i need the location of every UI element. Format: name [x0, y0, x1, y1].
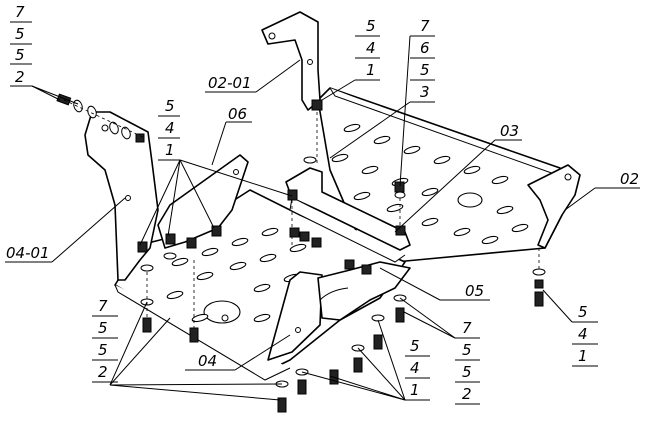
label-part-02: 02	[620, 170, 639, 188]
label-top-right-1: 7	[420, 17, 430, 35]
part-02-plate	[317, 87, 581, 263]
label-bottom-right-4: 2	[462, 385, 472, 403]
label-part-02-01: 02-01	[208, 74, 252, 92]
label-bottom-mid-3: 1	[410, 381, 420, 399]
label-top-left-4: 2	[15, 68, 25, 86]
label-bottom-mid-1: 5	[410, 337, 420, 355]
label-bottom-left-1: 7	[98, 297, 108, 315]
label-bottom-mid-2: 4	[410, 359, 420, 377]
part-04-01-bracket	[84, 111, 159, 281]
label-bottom-right-1: 7	[462, 319, 472, 337]
label-bottom-left-3: 5	[98, 341, 108, 359]
label-top-right-4: 3	[420, 83, 430, 101]
label-part-04: 04	[198, 352, 217, 370]
label-right-3: 1	[578, 347, 588, 365]
label-part-06: 06	[228, 105, 247, 123]
part-06-fin	[157, 154, 249, 249]
label-bottom-right-3: 5	[462, 363, 472, 381]
label-top-left-1: 7	[15, 3, 25, 21]
label-top-mid-2: 4	[366, 39, 376, 57]
label-right-2: 4	[578, 325, 588, 343]
part-05-flap	[317, 261, 411, 321]
label-top-right-2: 6	[420, 39, 430, 57]
label-right-1: 5	[578, 303, 588, 321]
label-part-04-01: 04-01	[6, 244, 50, 262]
bolt-top-right	[394, 181, 406, 236]
label-top-right-3: 5	[420, 61, 430, 79]
label-mid-left-1: 5	[165, 97, 175, 115]
label-mid-left-2: 4	[165, 119, 175, 137]
label-top-mid-1: 5	[366, 17, 376, 35]
label-top-mid-3: 1	[366, 61, 376, 79]
part-03-channel	[285, 167, 411, 263]
label-top-left-3: 5	[15, 46, 25, 64]
label-bottom-left-2: 5	[98, 319, 108, 337]
labels: 7 5 5 2 5 4 1 7 6 5 3 5 4 1 7 5 5 2 5 4 …	[6, 3, 639, 403]
label-bottom-right-2: 5	[462, 341, 472, 359]
leader-lines	[5, 21, 640, 405]
label-part-03: 03	[500, 122, 519, 140]
label-top-left-2: 5	[15, 25, 25, 43]
part-02-01-bracket	[261, 11, 321, 111]
label-mid-left-3: 1	[165, 141, 175, 159]
label-bottom-left-4: 2	[98, 363, 108, 381]
label-part-05: 05	[465, 282, 484, 300]
bolt-center	[137, 189, 372, 275]
bolt-top-mid	[303, 99, 323, 165]
